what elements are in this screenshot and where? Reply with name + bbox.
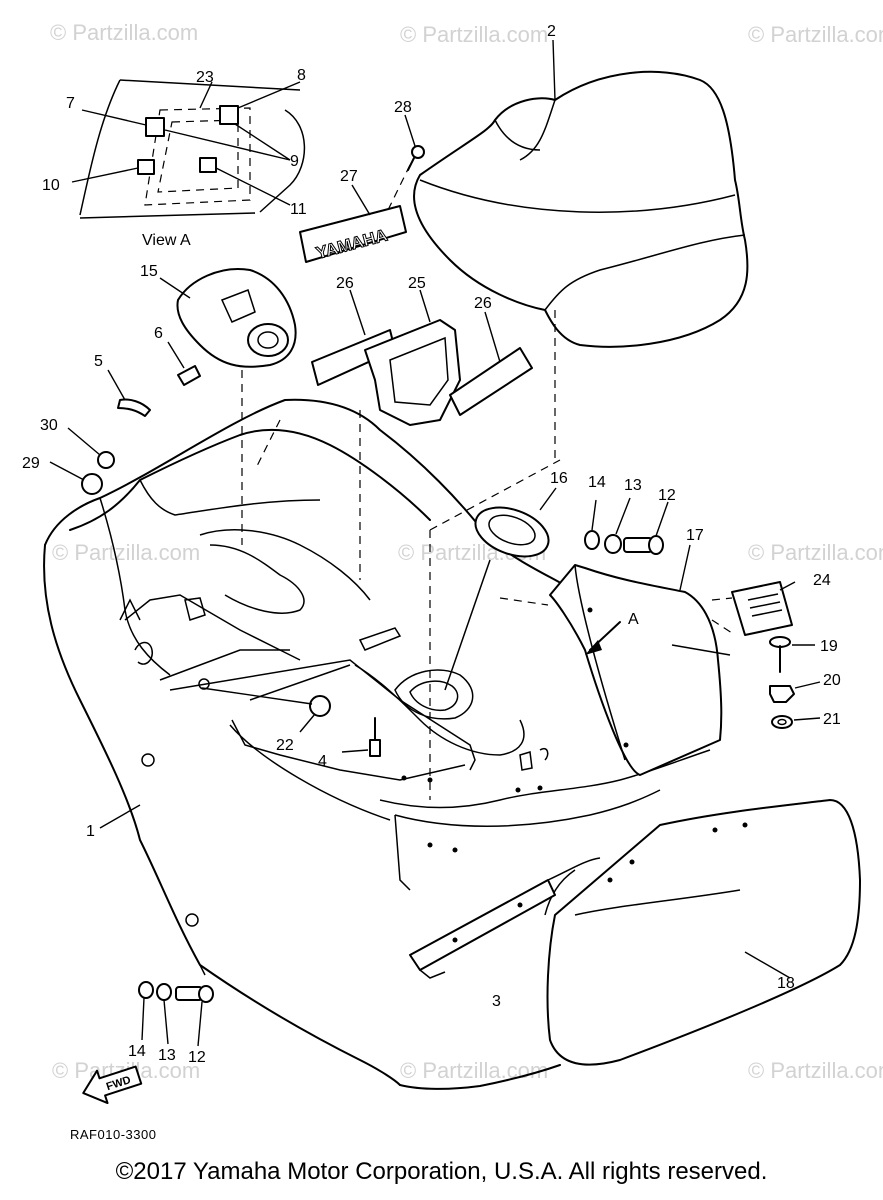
part-7: [145, 117, 165, 137]
callout-11: 11: [290, 201, 307, 218]
part-18-panel: [546, 799, 861, 1066]
view-a-label: View A: [142, 232, 191, 249]
watermark: © Partzilla.com: [400, 1058, 549, 1083]
view-a-inset: View A: [71, 79, 306, 249]
part-25-bracket: [364, 289, 461, 426]
part-28-screw: [387, 114, 425, 211]
callout-5: 5: [94, 353, 103, 370]
part-14-washer-bottom: [138, 981, 154, 1041]
callout-17: 17: [686, 527, 704, 544]
part-13-washer-top: [604, 497, 631, 554]
part-15-cover: [159, 268, 297, 545]
callout-13: 13: [624, 477, 642, 494]
callout-13: 13: [158, 1047, 176, 1064]
watermark: © Partzilla.com: [748, 22, 883, 47]
callout-22: 22: [276, 737, 294, 754]
part-5: [107, 369, 151, 417]
callout-6: 6: [154, 325, 163, 342]
watermark: © Partzilla.com: [748, 1058, 883, 1083]
part-14-washer-top: [584, 499, 600, 550]
callout-21: 21: [823, 711, 841, 728]
part-27-decal: YAMAHA: [299, 184, 407, 263]
callout-23: 23: [196, 69, 214, 86]
callout-7: 7: [66, 95, 75, 112]
callout-14: 14: [128, 1043, 146, 1060]
callout-14: 14: [588, 474, 606, 491]
part-4-bolt: [341, 717, 381, 757]
callout-16: 16: [550, 470, 568, 487]
callout-1: 1: [86, 823, 95, 840]
callout-19: 19: [820, 638, 838, 655]
drawing-code: RAF010-3300: [70, 1127, 157, 1142]
part-19-screw: [769, 636, 815, 673]
part-24-label: [711, 581, 796, 636]
callout-4: 4: [318, 753, 327, 770]
callout-12: 12: [188, 1049, 206, 1066]
part-2-seat: [413, 39, 749, 348]
part-17-panel: A: [549, 544, 731, 776]
callout-9: 9: [290, 153, 299, 170]
part-20-nut: [769, 681, 821, 703]
callout-20: 20: [823, 672, 841, 689]
part-16-grommet: [429, 487, 557, 800]
callout-2: 2: [547, 23, 556, 40]
part-6: [167, 341, 201, 386]
callout-12: 12: [658, 487, 676, 504]
callout-28: 28: [394, 99, 412, 116]
part-3-fender: [394, 789, 661, 1090]
fwd-arrow: FWD: [82, 1065, 143, 1105]
part-13-washer-bottom: [156, 983, 172, 1045]
callout-30: 30: [40, 417, 58, 434]
part-21-washer: [771, 715, 821, 729]
callout-8: 8: [297, 67, 306, 84]
watermark: © Partzilla.com: [748, 540, 883, 565]
callout-29: 29: [22, 455, 40, 472]
watermark: © Partzilla.com: [400, 22, 549, 47]
copyright-notice: ©2017 Yamaha Motor Corporation, U.S.A. A…: [115, 1158, 768, 1185]
part-10: [137, 159, 155, 175]
watermark: © Partzilla.com: [50, 20, 199, 45]
part-8: [219, 105, 239, 125]
part-22: [201, 687, 331, 733]
callout-26: 26: [474, 295, 492, 312]
watermark: © Partzilla.com: [52, 540, 201, 565]
callout-24: 24: [813, 572, 831, 589]
part-26-pad-right: [449, 311, 533, 416]
part-12-bolt-bottom: [175, 985, 214, 1047]
part-11: [199, 157, 217, 173]
part-30: [67, 427, 115, 469]
callout-3: 3: [492, 993, 501, 1010]
part-29: [49, 461, 103, 495]
callout-27: 27: [340, 168, 358, 185]
callout-10: 10: [42, 177, 60, 194]
callout-26: 26: [336, 275, 354, 292]
callout-18: 18: [777, 975, 795, 992]
part-12-bolt-top: [623, 501, 669, 555]
callout-15: 15: [140, 263, 158, 280]
callout-25: 25: [408, 275, 426, 292]
callouts: 23 8 7 9 10 11 2 28 27 15 26 25 26 6 5 3…: [22, 23, 841, 1066]
arrow-a-label: A: [628, 611, 639, 628]
